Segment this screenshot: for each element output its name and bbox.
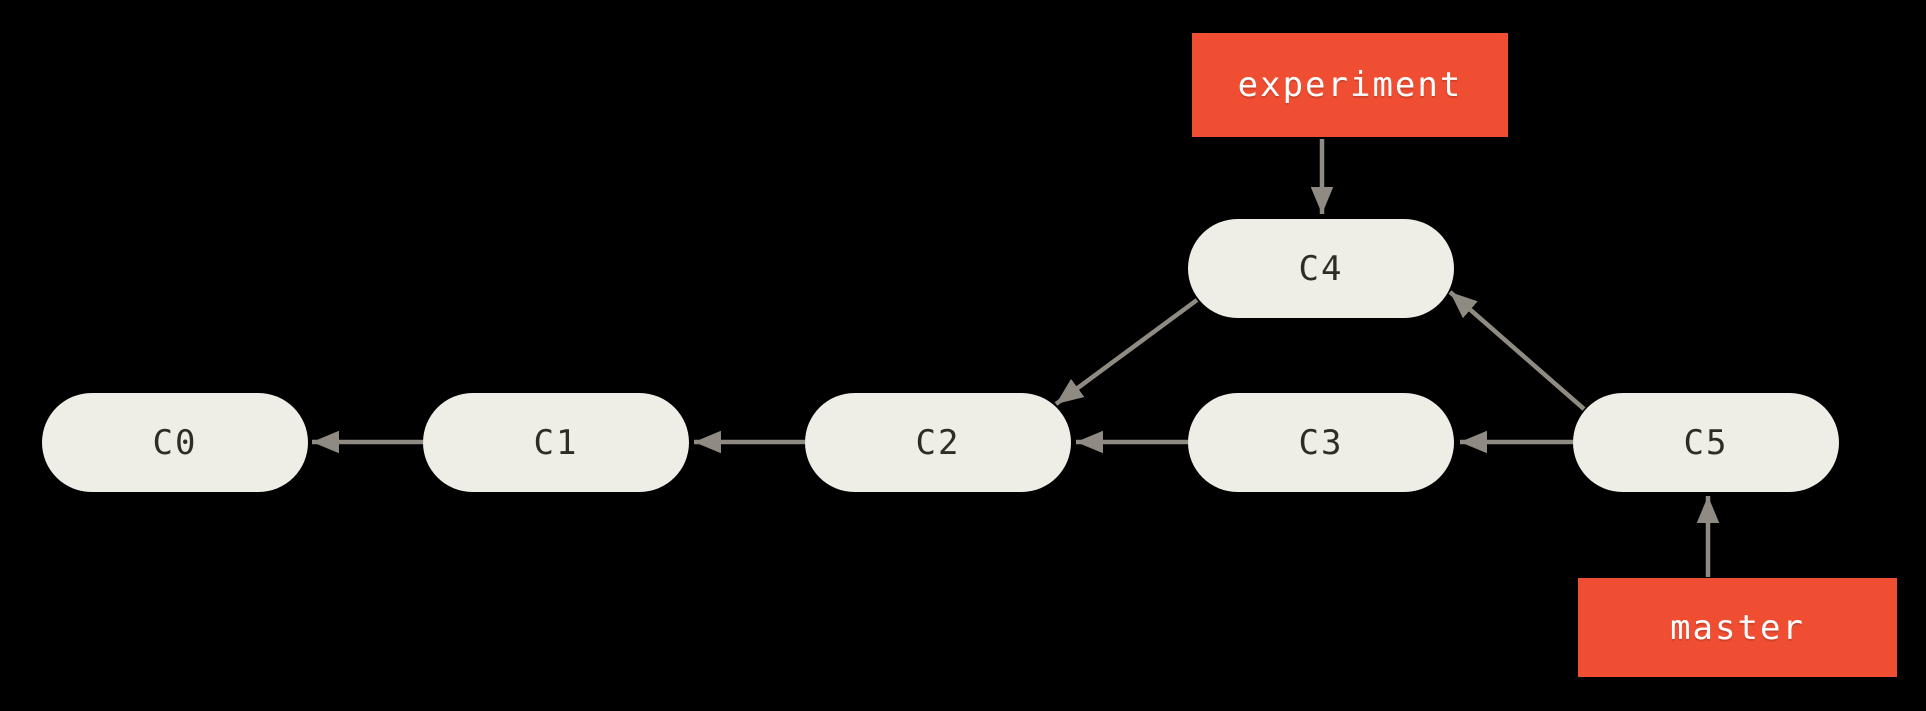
- commit-node-c3-label: C3: [1298, 422, 1344, 463]
- commit-node-c4-label: C4: [1298, 248, 1344, 289]
- commit-node-c2: C2: [805, 393, 1071, 492]
- commit-node-c4: C4: [1188, 219, 1454, 318]
- commit-node-c5: C5: [1573, 393, 1839, 492]
- commit-node-c0-label: C0: [152, 422, 198, 463]
- branch-label-experiment-text: experiment: [1237, 65, 1463, 105]
- branch-label-experiment: experiment: [1192, 33, 1508, 137]
- branch-label-master: master: [1578, 578, 1897, 677]
- branch-label-master-text: master: [1670, 607, 1805, 648]
- edge-c5-to-c4-arrow: [1448, 290, 1586, 411]
- commit-node-c2-label: C2: [915, 422, 961, 463]
- commit-node-c3: C3: [1188, 393, 1454, 492]
- commit-node-c1-label: C1: [533, 422, 579, 463]
- commit-node-c1: C1: [423, 393, 689, 492]
- commit-node-c5-label: C5: [1683, 422, 1729, 463]
- commit-node-c0: C0: [42, 393, 308, 492]
- edge-c4-to-c2-arrow: [1054, 298, 1199, 406]
